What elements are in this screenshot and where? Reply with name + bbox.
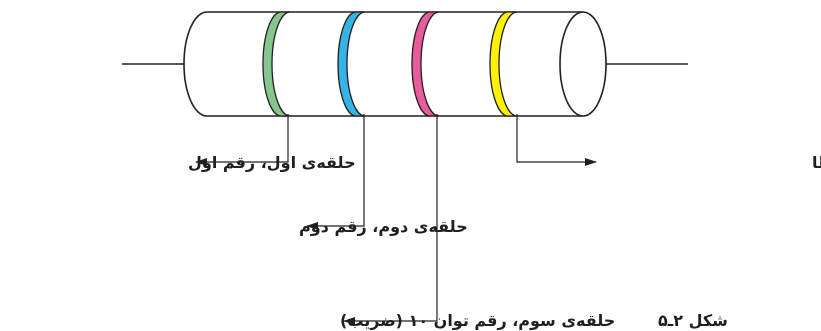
band-3-callout-line (343, 114, 438, 325)
band-1-callout-line (195, 114, 289, 166)
band-2-label: حلقه‌ی دوم، رقم دوم (299, 217, 468, 236)
band-3 (411, 11, 440, 117)
band-1 (262, 11, 291, 117)
resistor-body (183, 11, 607, 117)
band-1-label: حلقه‌ی اول، رقم اول (188, 153, 356, 172)
band-2-callout-line (306, 114, 365, 230)
band-2 (337, 11, 366, 117)
band-4-callout-line (516, 114, 597, 166)
band-4-label: حلقه‌ی چهارم، درصد خطا (812, 153, 821, 173)
figure-caption: شکل ۲ـ۵ (658, 311, 728, 330)
band-3-label: حلقه‌ی سوم، رقم توان ۱۰ (ضریب) (340, 311, 615, 330)
